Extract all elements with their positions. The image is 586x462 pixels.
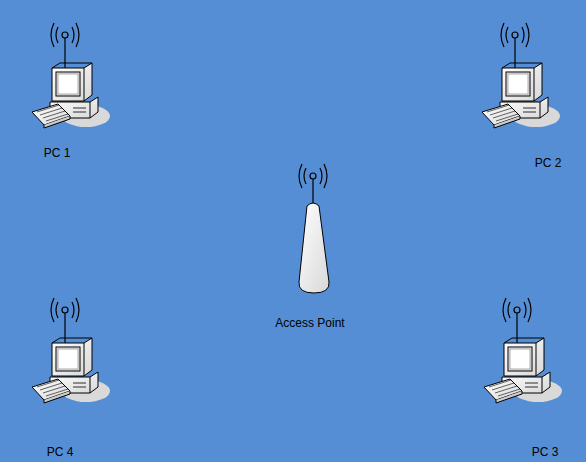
device-label: PC 4 — [47, 445, 74, 459]
pc-icon — [32, 23, 110, 128]
pc-icon — [484, 298, 562, 403]
access-point-icon — [299, 164, 329, 293]
pc-icon — [32, 298, 110, 403]
pc-icon — [482, 23, 560, 128]
device-label: Access Point — [275, 316, 344, 330]
device-label: PC 2 — [535, 156, 562, 170]
device-label: PC 1 — [44, 146, 71, 160]
device-label: PC 3 — [532, 445, 559, 459]
